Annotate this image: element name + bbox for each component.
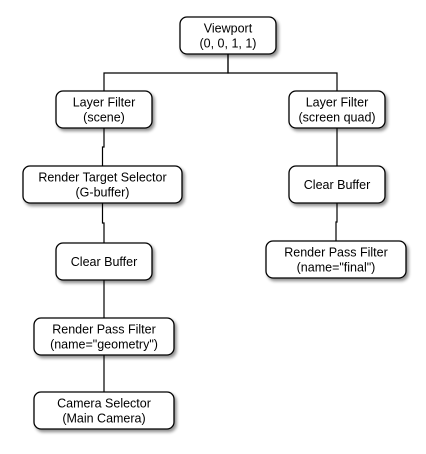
node-viewport: Viewport(0, 0, 1, 1): [179, 16, 277, 55]
node-layer-quad: Layer Filter(screen quad): [288, 90, 386, 129]
node-rpf-geometry: Render Pass Filter(name="geometry"): [33, 317, 175, 356]
node-box-rpf-geometry: [33, 317, 175, 356]
node-label-layer-quad-line-2: (screen quad): [298, 111, 375, 125]
node-rpf-final: Render Pass Filter(name="final"): [265, 240, 407, 279]
node-box-clear-right: [288, 165, 386, 204]
node-label-viewport-line-2: (0, 0, 1, 1): [200, 37, 257, 51]
node-label-camera-main-line-1: Camera Selector: [57, 397, 151, 411]
node-label-rts-gbuffer-line-2: (G-buffer): [76, 186, 130, 200]
node-label-viewport-line-1: Viewport: [204, 22, 253, 36]
node-label-clear-right-line-1: Clear Buffer: [304, 178, 370, 192]
node-layer-scene: Layer Filter(scene): [55, 90, 153, 129]
node-label-layer-scene-line-1: Layer Filter: [73, 96, 136, 110]
node-box-rpf-final: [265, 240, 407, 279]
node-label-layer-quad-line-1: Layer Filter: [306, 96, 369, 110]
node-box-viewport: [179, 16, 277, 55]
edges: [101, 54, 338, 392]
node-rts-gbuffer: Render Target Selector(G-buffer): [22, 165, 183, 204]
node-label-camera-main-line-2: (Main Camera): [62, 412, 145, 426]
node-box-clear-left: [55, 242, 153, 281]
edge-layer-scene-to-rts-gbuffer: [101, 128, 105, 166]
node-label-rpf-geometry-line-1: Render Pass Filter: [52, 323, 156, 337]
node-camera-main: Camera Selector(Main Camera): [33, 391, 175, 430]
edge-clear-right-to-rpf-final: [335, 203, 338, 241]
edge-rts-gbuffer-to-clear-left: [101, 203, 105, 243]
node-clear-right: Clear Buffer: [288, 165, 386, 204]
edge-viewport-to-layer-scene: [103, 54, 229, 91]
edge-viewport-to-layer-quad: [227, 54, 338, 91]
node-label-rpf-geometry-line-2: (name="geometry"): [50, 338, 158, 352]
node-box-rts-gbuffer: [22, 165, 183, 204]
node-box-camera-main: [33, 391, 175, 430]
node-label-layer-scene-line-2: (scene): [83, 111, 125, 125]
node-box-layer-scene: [55, 90, 153, 129]
node-clear-left: Clear Buffer: [55, 242, 153, 281]
node-label-rpf-final-line-2: (name="final"): [297, 261, 376, 275]
node-label-clear-left-line-1: Clear Buffer: [71, 255, 137, 269]
node-box-layer-quad: [288, 90, 386, 129]
nodes: Viewport(0, 0, 1, 1)Layer Filter(scene)L…: [22, 16, 407, 430]
node-label-rpf-final-line-1: Render Pass Filter: [284, 246, 388, 260]
node-label-rts-gbuffer-line-1: Render Target Selector: [38, 171, 166, 185]
